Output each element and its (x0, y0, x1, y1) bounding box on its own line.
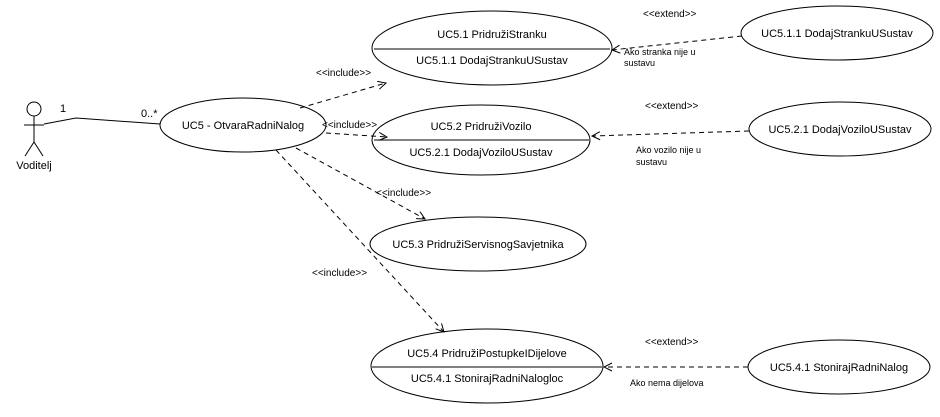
usecase-uc51[interactable]: UC5.1 PridružiStranku UC5.1.1 DodajStran… (371, 10, 613, 86)
extend-label-uc511: <<extend>> (643, 9, 697, 20)
usecase-uc53[interactable]: UC5.3 PridružiServisnogSavjetnika (369, 216, 587, 272)
extend-condition-uc521-line1: Ako vozilo nije u (636, 145, 701, 155)
extend-label-uc521: <<extend>> (645, 101, 699, 112)
actor-multiplicity: 1 (60, 103, 66, 115)
extend-edge-uc521[interactable] (592, 130, 750, 136)
extend-condition-uc541: Ako nema dijelova (630, 378, 704, 388)
usecase-uc521[interactable]: UC5.2.1 DodajVoziloUSustav (748, 101, 932, 157)
include-label-uc53: <<include>> (376, 188, 431, 199)
usecase-uc511[interactable]: UC5.1.1 DodajStrankuUSustav (740, 5, 934, 61)
actor-voditelj[interactable]: Voditelj (16, 101, 52, 172)
usecase-uc52-title: UC5.2 PridružiVozilo (431, 121, 532, 133)
extend-condition-uc521-line2: sustavu (636, 157, 667, 167)
usecase-multiplicity: 0..* (141, 108, 158, 120)
include-edge-uc52[interactable] (325, 133, 387, 137)
usecase-uc521-label: UC5.2.1 DodajVoziloUSustav (768, 124, 912, 136)
actor-name: Voditelj (16, 160, 51, 172)
include-label-uc54: <<include>> (312, 268, 367, 279)
usecase-uc51-extension-point: UC5.1.1 DodajStrankuUSustav (416, 55, 568, 67)
extend-condition-uc511-line1: Ako stranka nije u (624, 47, 696, 57)
include-label-uc52: <<include>> (322, 120, 377, 131)
usecase-uc5[interactable]: UC5 - OtvaraRadniNalog (159, 97, 327, 153)
extend-label-uc541: <<extend>> (645, 337, 699, 348)
extend-condition-uc511-line2: sustavu (624, 58, 655, 68)
usecase-uc541-label: UC5.4.1 StonirajRadniNalog (770, 362, 908, 374)
extend-edge-uc511[interactable] (612, 35, 743, 50)
include-edge-uc51[interactable] (299, 83, 386, 109)
usecase-uc511-label: UC5.1.1 DodajStrankuUSustav (761, 28, 913, 40)
usecase-uc541[interactable]: UC5.4.1 StonirajRadniNalog (747, 339, 931, 395)
usecase-uc54-extension-point: UC5.4.1 StonirajRadniNalogloc (411, 373, 564, 385)
usecase-uc54[interactable]: UC5.4 PridružiPostupkeIDijelove UC5.4.1 … (370, 328, 604, 404)
usecase-uc52[interactable]: UC5.2 PridružiVozilo UC5.2.1 DodajVozilo… (371, 104, 591, 176)
usecase-uc5-label: UC5 - OtvaraRadniNalog (182, 120, 304, 132)
usecase-uc52-extension-point: UC5.2.1 DodajVoziloUSustav (409, 147, 553, 159)
include-edge-uc53[interactable] (295, 147, 425, 219)
association-line[interactable]: 1 0..* (43, 103, 161, 125)
usecase-uc51-title: UC5.1 PridružiStranku (437, 29, 546, 41)
usecase-uc53-label: UC5.3 PridružiServisnogSavjetnika (392, 239, 564, 251)
usecase-uc54-title: UC5.4 PridružiPostupkeIDijelove (407, 348, 567, 360)
include-label-uc51: <<include>> (316, 68, 371, 79)
